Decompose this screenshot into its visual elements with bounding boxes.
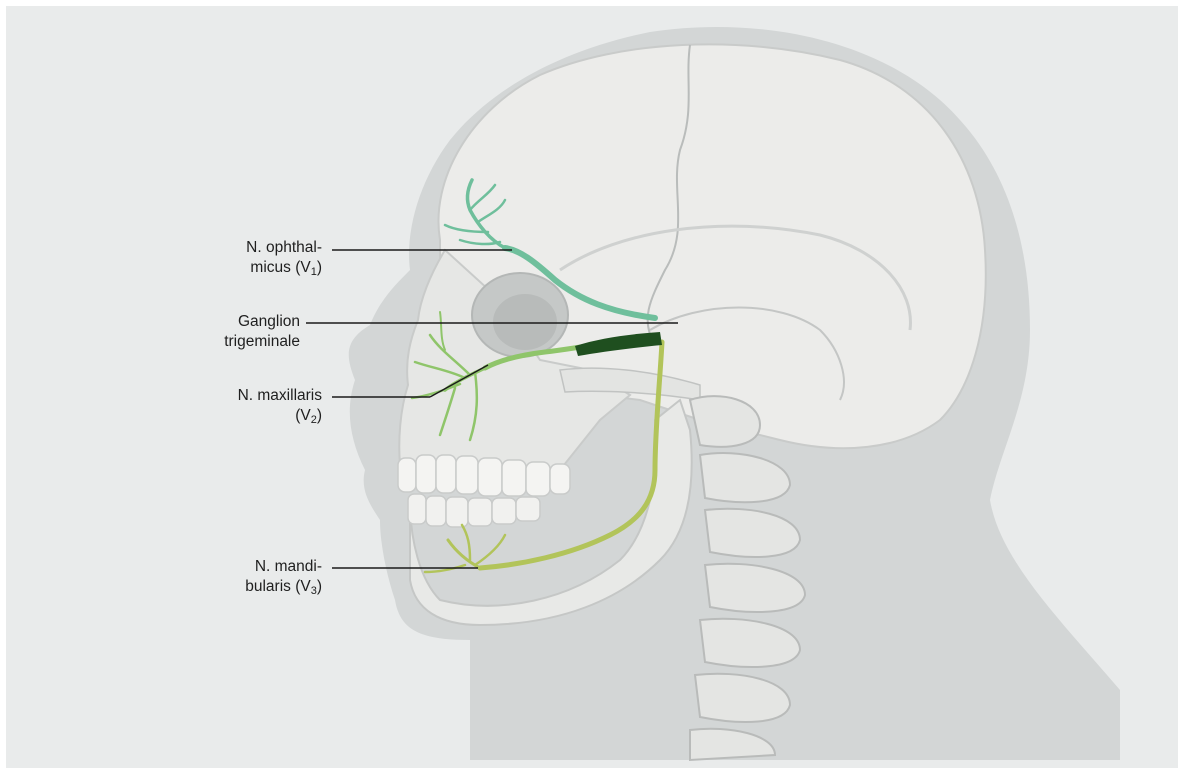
label-ganglion-line1: Ganglion (160, 312, 300, 332)
label-n-mandibularis-line1: N. mandi- (180, 557, 322, 577)
label-n-maxillaris: N. maxillaris (V2) (180, 386, 322, 426)
label-n-maxillaris-line2: (V2) (180, 406, 322, 426)
label-n-ophthalmicus-line2: micus (V1) (180, 258, 322, 278)
label-n-ophthalmicus-line1: N. ophthal- (180, 238, 322, 258)
label-ganglion-line2: trigeminale (160, 332, 300, 352)
orbit-inner (493, 294, 557, 350)
label-n-mandibularis: N. mandi- bularis (V3) (180, 557, 322, 597)
label-n-mandibularis-line2: bularis (V3) (180, 577, 322, 597)
label-n-ophthalmicus: N. ophthal- micus (V1) (180, 238, 322, 278)
label-n-maxillaris-line1: N. maxillaris (180, 386, 322, 406)
label-ganglion-trigeminale: Ganglion trigeminale (160, 312, 300, 352)
